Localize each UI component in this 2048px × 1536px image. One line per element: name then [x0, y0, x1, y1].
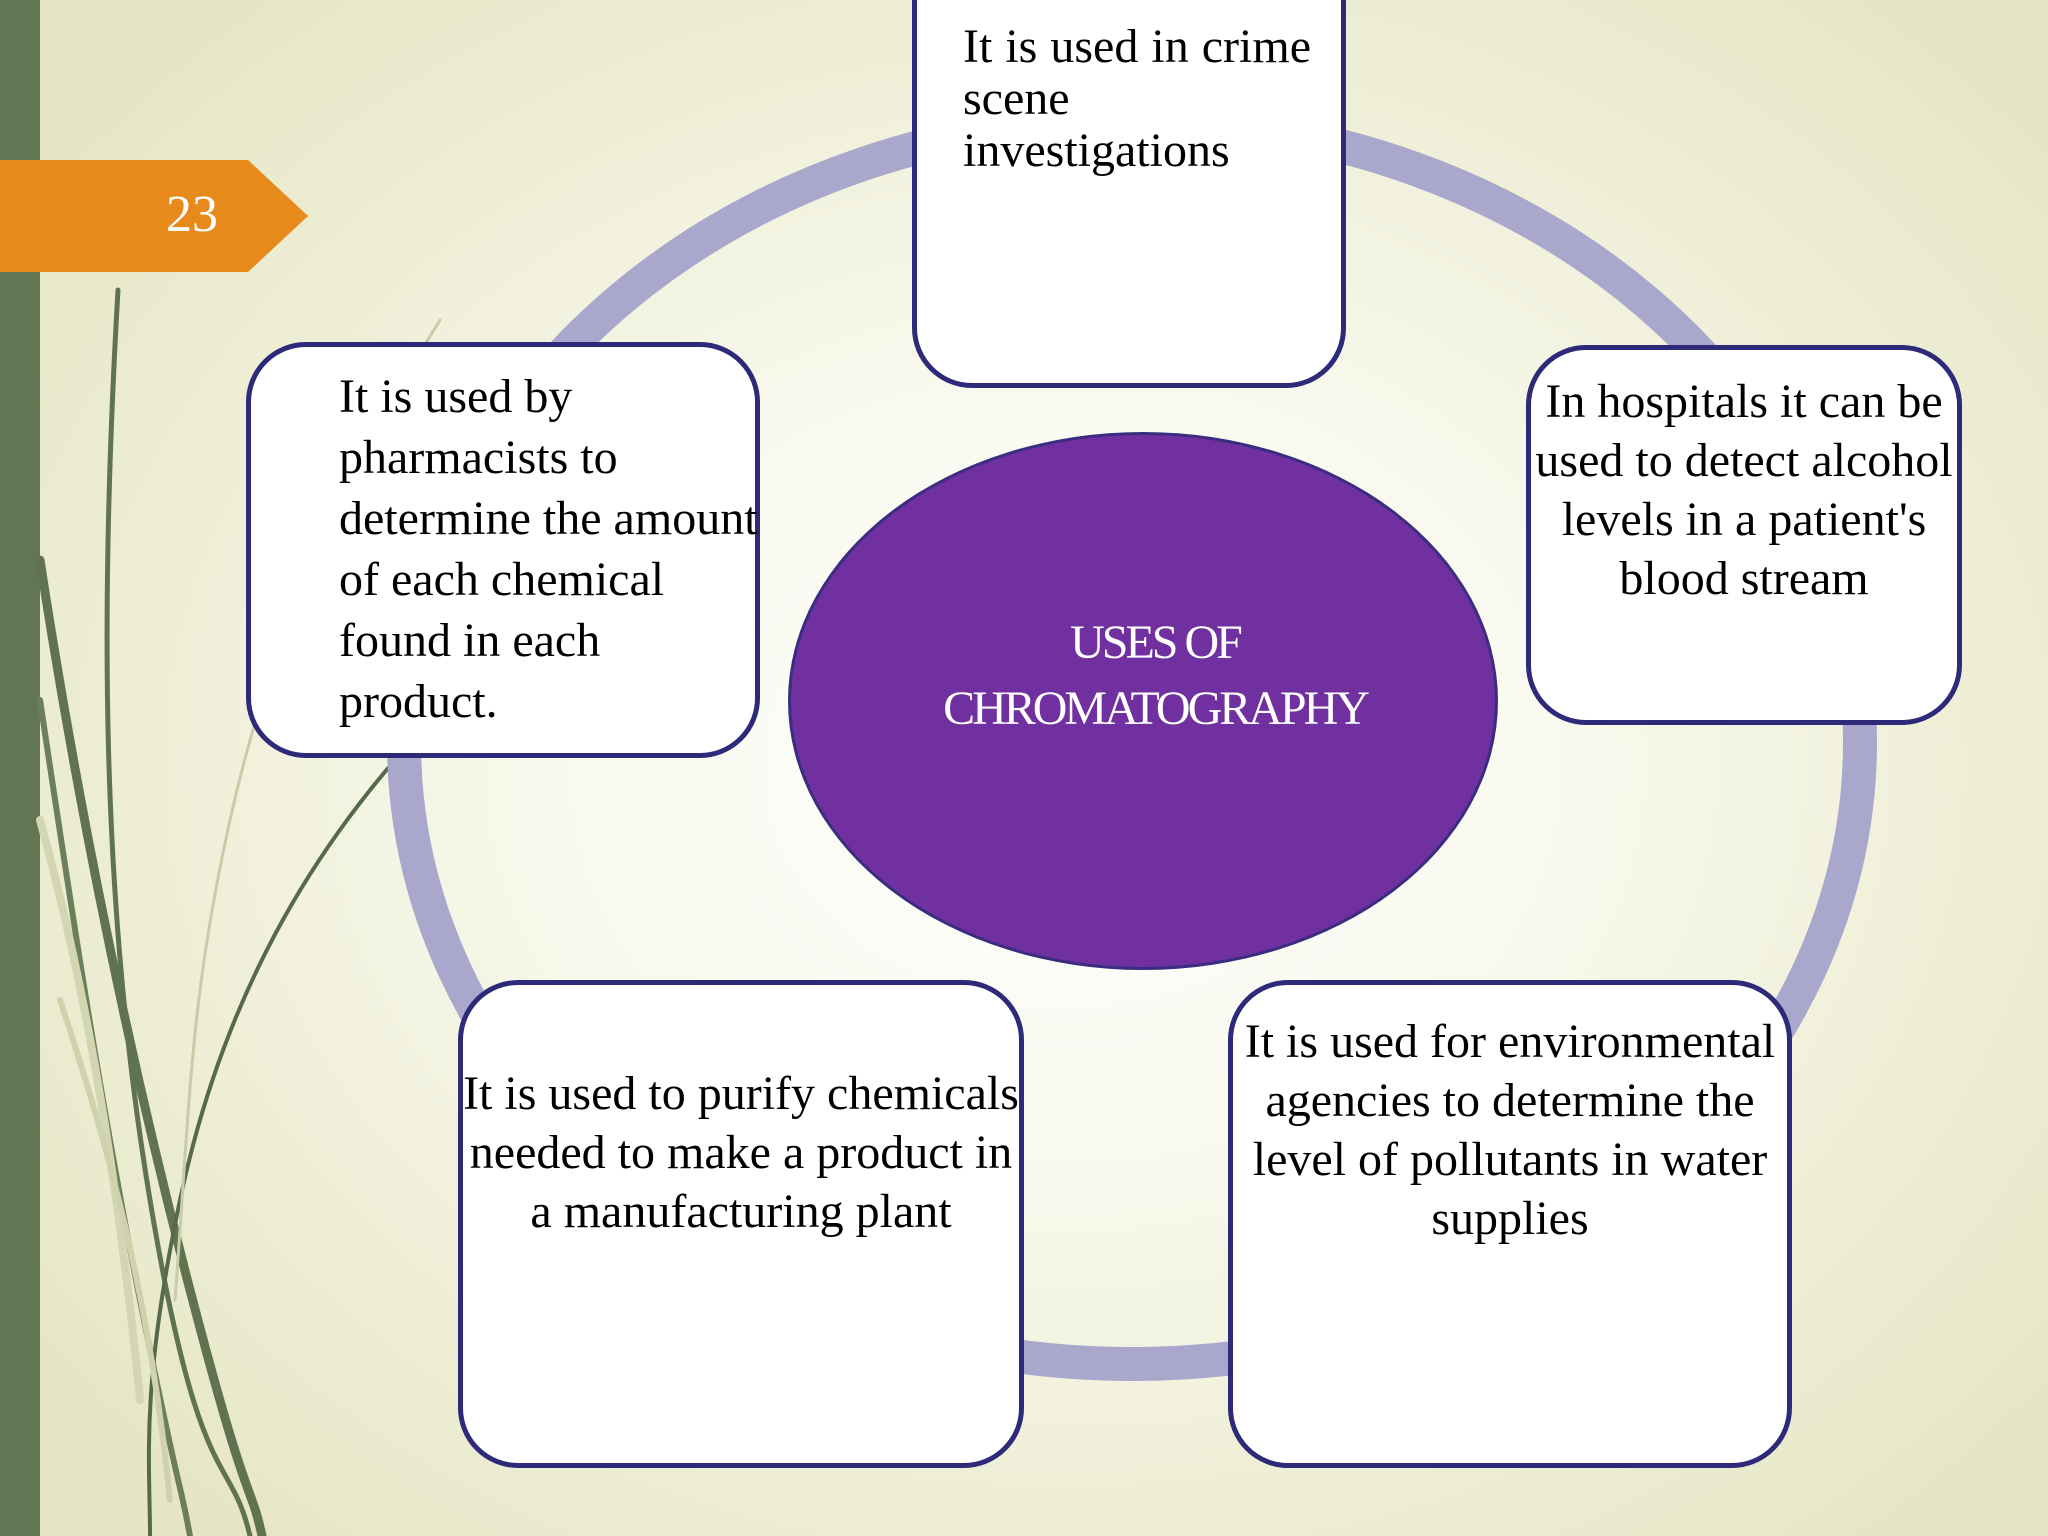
grass-stroke-decoration	[35, 287, 442, 1536]
use-pharmacists-text: It is used by pharmacists to determine t…	[339, 370, 758, 728]
use-environmental-text: It is used for environmental agencies to…	[1244, 1015, 1776, 1245]
use-crime-scene-text: It is used in crime scene investigations	[963, 20, 1311, 177]
use-crime-scene-box: It is used in crime scene investigations	[912, 0, 1346, 388]
slide-number: 23	[166, 186, 218, 243]
center-label: USES OF CHROMATOGRAPHY	[943, 616, 1370, 735]
use-pharmacists-box: It is used by pharmacists to determine t…	[246, 342, 760, 758]
center-circle	[788, 432, 1498, 970]
use-purify-chemicals-box: It is used to purify chemicals needed to…	[458, 980, 1024, 1468]
use-hospitals-box: In hospitals it can be used to detect al…	[1526, 345, 1962, 725]
use-hospitals-text: In hospitals it can be used to detect al…	[1535, 375, 1953, 605]
slide-number-tag	[0, 160, 308, 272]
use-environmental-box: It is used for environmental agencies to…	[1228, 980, 1792, 1468]
use-purify-chemicals-text: It is used to purify chemicals needed to…	[463, 1067, 1019, 1238]
